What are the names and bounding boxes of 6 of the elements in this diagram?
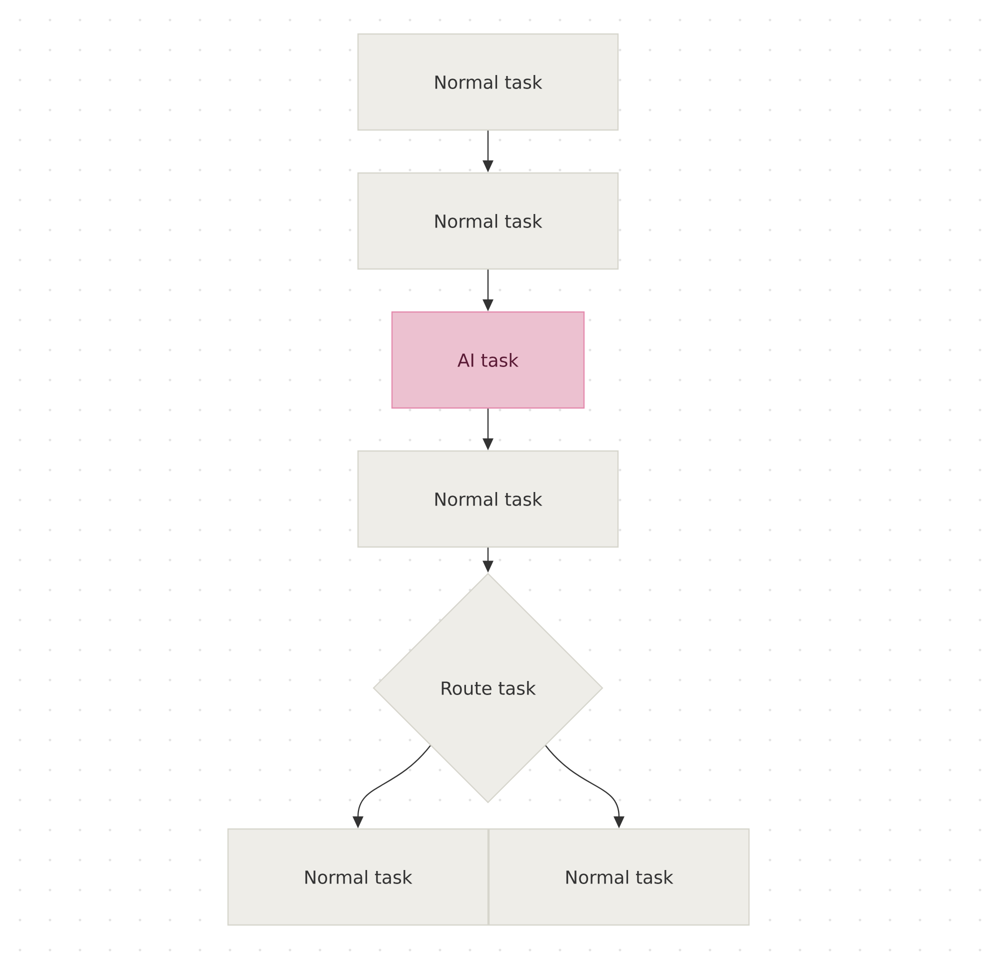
process-box: Normal task	[357, 450, 619, 548]
process-box: Normal task	[488, 828, 750, 926]
process-box: Normal task	[357, 172, 619, 270]
process-box: Normal task	[357, 33, 619, 131]
ai-task-box: AI task	[391, 311, 585, 409]
process-box: Normal task	[227, 828, 489, 926]
